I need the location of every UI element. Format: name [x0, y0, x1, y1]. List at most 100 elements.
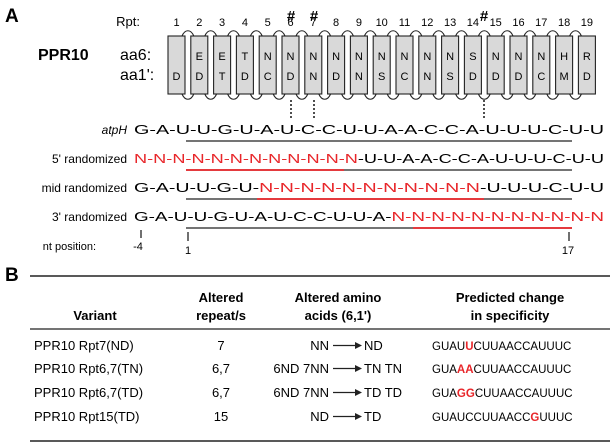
repeat-linker-top — [363, 30, 377, 37]
aa6-residue: N — [332, 51, 340, 63]
repeat-box — [167, 35, 186, 95]
arrow-icon — [333, 342, 362, 349]
repeat-linker-top — [318, 30, 332, 37]
hash-mark-rpt7: # — [310, 8, 319, 25]
repeat-number: 7 — [310, 17, 316, 29]
repeat-number: 10 — [376, 17, 388, 29]
repeat-linker-top — [500, 30, 514, 37]
repeat-box — [327, 35, 346, 95]
repeat-number: 2 — [196, 17, 202, 29]
aa1-residue: N — [423, 71, 431, 83]
repeat-box — [509, 35, 528, 95]
seq-label-3prime: 3' randomized — [52, 210, 127, 224]
repeat-linker-bottom — [341, 93, 354, 100]
repeat-linker-top — [455, 30, 468, 37]
panel-a-letter: A — [5, 6, 19, 27]
aa1-residue: D — [469, 71, 477, 83]
ppr-repeat-array: 1D2ED3ET4TD5NC6ND7NN8ND9NN10NS11NC12NN13… — [167, 17, 596, 100]
aa1-residue: D — [195, 71, 203, 83]
repeat-linker-bottom — [455, 93, 468, 100]
repeat-linker-bottom — [249, 93, 263, 100]
cell-aa-from: 6ND 7NN — [273, 385, 329, 400]
aa6-residue: H — [560, 51, 568, 63]
repeat-linker-bottom — [272, 93, 286, 100]
aa1-residue: D — [173, 71, 181, 83]
repeat-number: 13 — [444, 17, 456, 29]
aa6-residue: N — [355, 51, 363, 63]
cell-aa-from: 6ND 7NN — [273, 361, 329, 376]
aa6-residue: S — [469, 51, 476, 63]
repeat-linker-top — [386, 30, 400, 37]
repeat-linker-bottom — [181, 93, 195, 100]
aa1-residue: D — [583, 71, 591, 83]
repeat-box — [486, 35, 505, 95]
aa1-residue: T — [219, 71, 226, 83]
cell-aa-to: TN TN — [364, 361, 402, 376]
aa1-residue: N — [355, 71, 363, 83]
repeat-linker-bottom — [386, 93, 400, 100]
repeat-number: 8 — [333, 17, 339, 29]
header-variant: Variant — [73, 308, 117, 323]
cell-repeats: 7 — [217, 338, 224, 353]
cell-aa-from: NN — [310, 338, 329, 353]
nt-mark-1: 1 — [185, 245, 191, 257]
repeat-linker-top — [523, 30, 537, 37]
repeat-linker-bottom — [363, 93, 377, 100]
repeat-number: 9 — [356, 17, 362, 29]
aa6-residue: E — [196, 51, 203, 63]
nt-mark-17: 17 — [562, 245, 574, 257]
repeat-number: 5 — [265, 17, 271, 29]
seq-atph: G-A-U-U-G-U-A-U-C-C-U-U-A-A-C-C-A-U-U-U-… — [134, 123, 604, 137]
repeat-number: 14 — [467, 17, 479, 29]
aa1-residue: D — [492, 71, 500, 83]
cell-predicted-seq: GUAGGCUUAACCAUUUC — [432, 388, 573, 400]
repeat-box — [463, 35, 482, 95]
cell-repeats: 6,7 — [212, 385, 230, 400]
protein-label: PPR10 — [38, 47, 89, 64]
aa1-residue: N — [309, 71, 317, 83]
arrow-icon — [333, 389, 362, 396]
repeat-box — [395, 35, 414, 95]
repeat-linker-top — [432, 30, 446, 37]
repeat-linker-bottom — [569, 93, 582, 100]
aa6-residue: N — [537, 51, 545, 63]
aa6-residue: N — [515, 51, 523, 63]
header-predicted-1: Predicted change — [456, 290, 564, 305]
aa6-residue: N — [492, 51, 500, 63]
aa6-residue: E — [218, 51, 225, 63]
seq-5prime-randomized: N-N-N-N-N-N-N-N-N-N-N-N — [134, 152, 358, 166]
cell-aa-from: ND — [310, 409, 329, 424]
repeat-box — [281, 35, 300, 95]
repeat-linker-bottom — [227, 93, 240, 100]
repeat-box — [577, 35, 596, 95]
nt-position-label: nt position: — [43, 241, 96, 253]
aa1-residue: C — [401, 71, 409, 83]
hash-mark-rpt6: # — [287, 8, 296, 25]
repeat-linker-top — [546, 30, 560, 37]
aa6-label: aa6: — [120, 47, 151, 64]
aa6-residue: R — [583, 51, 591, 63]
repeat-box — [349, 35, 368, 95]
seq-5prime-fixed: -U-U-A-A-C-C-A-U-U-U-C-U-U — [358, 152, 604, 166]
seq-label-mid: mid randomized — [42, 181, 127, 195]
repeat-linker-top — [249, 30, 263, 37]
seq-mid: G-A-U-U-G-U-N-N-N-N-N-N-N-N-N-N-N-U-U-U-… — [134, 181, 604, 195]
aa6-residue: N — [423, 51, 431, 63]
repeat-number: 19 — [581, 17, 593, 29]
repeat-linker-bottom — [318, 93, 332, 100]
header-altered-aa-1: Altered amino — [295, 290, 382, 305]
repeat-linker-bottom — [295, 93, 309, 100]
aa6-residue: N — [309, 51, 317, 63]
repeat-linker-top — [204, 30, 218, 37]
seq-3prime-randomized: N-N-N-N-N-N-N-N-N-N-N — [392, 210, 604, 224]
repeat-linker-top — [477, 30, 491, 37]
seq-mid-randomized: N-N-N-N-N-N-N-N-N-N-N — [259, 181, 480, 195]
aa1-residue: S — [378, 71, 385, 83]
repeat-linker-bottom — [477, 93, 491, 100]
hash-mark-rpt15: # — [480, 8, 489, 25]
repeat-linker-bottom — [409, 93, 423, 100]
cell-repeats: 15 — [214, 409, 228, 424]
repeat-linker-top — [341, 30, 354, 37]
repeat-number: 18 — [558, 17, 570, 29]
